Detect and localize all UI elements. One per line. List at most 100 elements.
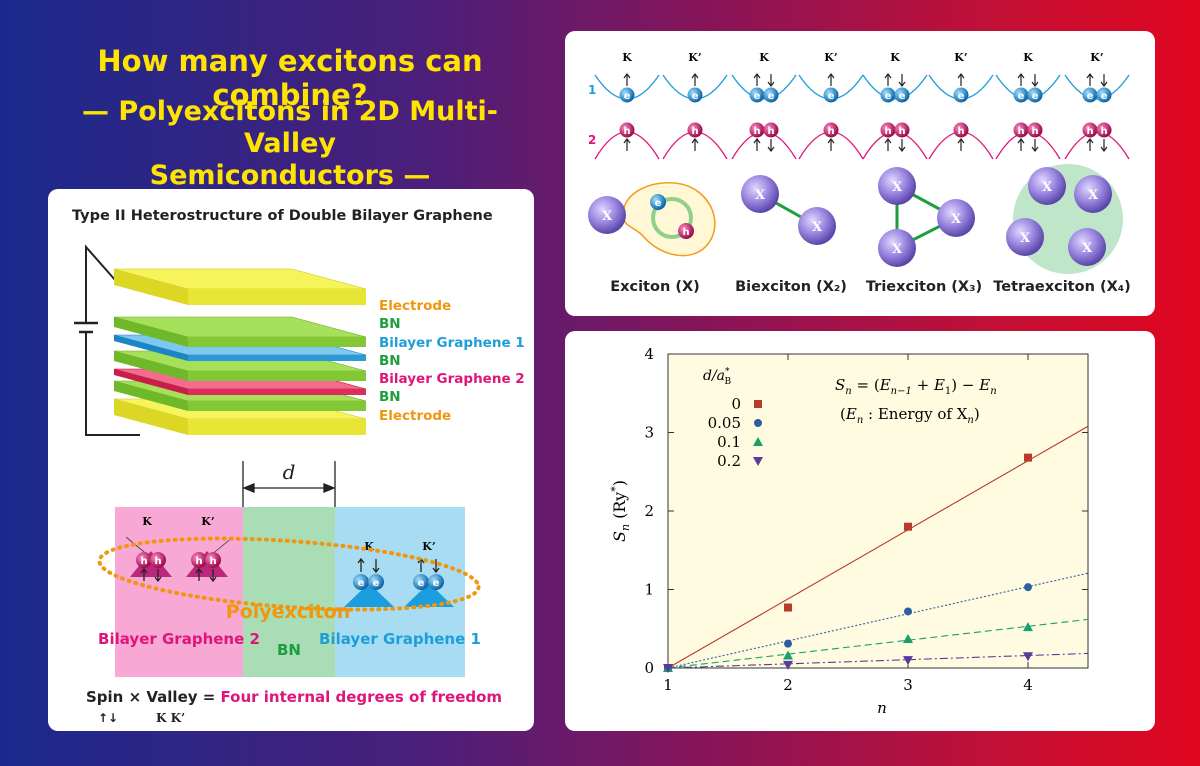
layer-labels: Electrode BN Bilayer Graphene 1 BN Bilay…: [379, 298, 525, 424]
legend-marker: [754, 400, 762, 408]
svg-text:h: h: [195, 556, 202, 567]
label-bn-3: BN: [379, 389, 401, 405]
subtitle-line-1: — Polyexcitons in 2D Multi-Valley: [82, 96, 498, 159]
hole-label: h: [1086, 126, 1093, 137]
legend-entry-label: 0.2: [717, 452, 741, 470]
x-tick-label: 3: [903, 676, 913, 694]
electron-label: e: [768, 91, 775, 102]
hole-label: h: [884, 126, 891, 137]
conduction-band: [995, 74, 1061, 100]
hole: [823, 122, 839, 138]
subtitle: — Polyexcitons in 2D Multi-Valley Semico…: [40, 96, 540, 192]
hole: [749, 122, 765, 138]
data-point: [1023, 622, 1033, 632]
subtitle-line-2: Semiconductors —: [149, 160, 431, 191]
data-point: [784, 603, 792, 612]
hole-label: h: [1017, 126, 1024, 137]
svg-text:X: X: [1088, 188, 1099, 203]
hole-label: h: [827, 126, 834, 137]
valley-label: K’: [1090, 51, 1103, 64]
hole: [1027, 122, 1043, 138]
annotation-line-2: (En : Energy of Xn): [840, 405, 980, 426]
legend-entry-label: 0.05: [708, 414, 741, 432]
hole-label: h: [957, 126, 964, 137]
valley-kprime-label-left: K’: [201, 515, 214, 528]
y-tick-label: 2: [644, 502, 654, 520]
hole-label: h: [691, 126, 698, 137]
heterostructure-title: Type II Heterostructure of Double Bilaye…: [72, 208, 493, 224]
heterostructure-svg: Type II Heterostructure of Double Bilaye…: [72, 208, 525, 725]
region-graphene-1-label: Bilayer Graphene 1: [319, 630, 481, 648]
exciton-diagram: X e h: [588, 182, 716, 257]
valence-band: [731, 131, 797, 160]
legend-marker: [753, 437, 763, 446]
y-tick-label: 0: [644, 659, 654, 677]
electron-label: e: [624, 91, 631, 102]
hole-particles: h h h h: [136, 552, 221, 568]
hole: [1013, 122, 1029, 138]
y-tick-label: 3: [644, 424, 654, 442]
valence-band: [995, 131, 1061, 160]
hole-label: h: [1031, 126, 1038, 137]
x-tick-label: 4: [1023, 676, 1033, 694]
chart-legend: 00.050.10.2: [708, 395, 763, 470]
chart-points: [663, 453, 1033, 673]
fit-line: [667, 425, 1089, 669]
hole-label: h: [1100, 126, 1107, 137]
heterostructure-panel: Type II Heterostructure of Double Bilaye…: [48, 189, 534, 731]
row-label-hole: 2: [588, 133, 596, 147]
electron-label: e: [1032, 91, 1039, 102]
svg-text:X: X: [892, 242, 903, 257]
electron: [1027, 87, 1043, 103]
legend-title: d/a*B: [703, 367, 732, 387]
svg-text:h: h: [140, 556, 147, 567]
valley-label: K: [890, 51, 900, 64]
electron-particles: e e e e: [353, 574, 444, 590]
data-point: [784, 639, 792, 648]
hole-label: h: [753, 126, 760, 137]
data-point: [903, 633, 913, 643]
hole-spin-arrows: [140, 567, 217, 583]
svg-text:h: h: [682, 227, 689, 238]
electron-label: e: [754, 91, 761, 102]
annotation-line-1: Sn = (En−1 + E1) − En: [835, 376, 997, 397]
hole: [894, 122, 910, 138]
x-particle: [588, 196, 626, 234]
valley-label: K’: [824, 51, 837, 64]
distance-label: d: [283, 460, 296, 484]
region-bn: [243, 507, 335, 677]
electron-label: e: [828, 91, 835, 102]
valley-label: K: [1023, 51, 1033, 64]
name-biexciton: Biexciton (X₂): [735, 279, 847, 295]
data-point: [1024, 453, 1032, 462]
fit-line: [667, 618, 1089, 669]
valley-label: K’: [688, 51, 701, 64]
label-bn-1: BN: [379, 316, 401, 332]
data-point: [783, 660, 793, 670]
svg-text:X: X: [1020, 231, 1031, 246]
electron-label: e: [1018, 91, 1025, 102]
svg-text:X: X: [812, 220, 823, 235]
degrees-of-freedom-equation: Spin × Valley = Four internal degrees of…: [86, 688, 502, 706]
svg-text:h: h: [209, 556, 216, 567]
row-label-electron: 1: [588, 83, 596, 97]
layer-bn-1: [113, 316, 367, 347]
valley-label: K: [759, 51, 769, 64]
hole: [1096, 122, 1112, 138]
fit-line: [667, 652, 1089, 669]
electron: [894, 87, 910, 103]
polyexciton-ellipse: [97, 536, 481, 612]
name-exciton: Exciton (X): [610, 279, 700, 295]
svg-text:e: e: [358, 578, 365, 589]
valley-kprime-label-right: K’: [422, 540, 435, 553]
data-point: [1023, 652, 1033, 662]
valley-k-label-left: K: [142, 515, 152, 528]
electron: [1013, 87, 1029, 103]
spin-symbols: ↑↓: [98, 711, 118, 725]
name-triexciton: Triexciton (X₃): [866, 279, 982, 295]
data-point: [1024, 583, 1032, 592]
electron: [749, 87, 765, 103]
